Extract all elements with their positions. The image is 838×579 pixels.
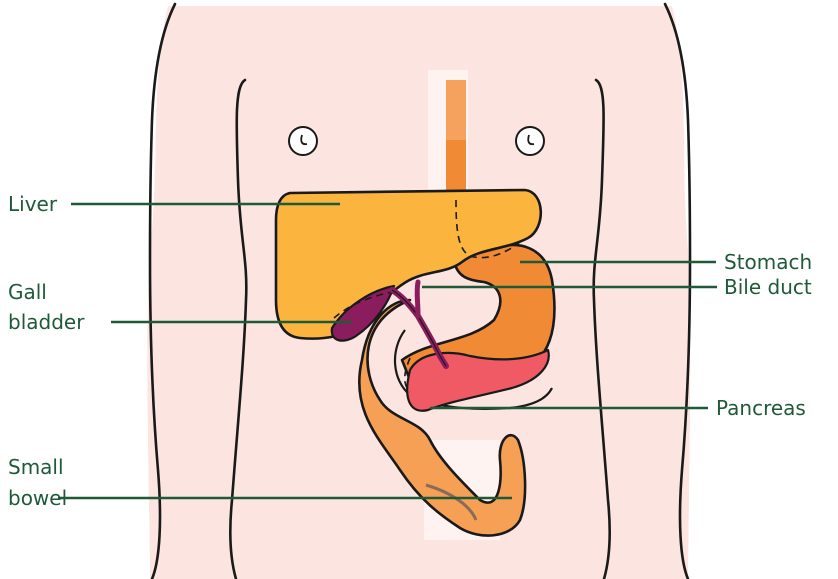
label-stomach: Stomach (724, 250, 812, 274)
label-bile-duct: Bile duct (724, 275, 812, 299)
label-liver: Liver (8, 192, 58, 216)
right-nipple (516, 127, 544, 155)
hepatic-duct (417, 282, 418, 316)
label-small-bowel-1: Small (8, 455, 64, 479)
left-nipple (289, 127, 317, 155)
label-gall-bladder-2: bladder (8, 310, 85, 334)
label-pancreas: Pancreas (716, 396, 806, 420)
label-small-bowel-2: bowel (8, 486, 67, 510)
label-gall-bladder-1: Gall (8, 280, 47, 304)
